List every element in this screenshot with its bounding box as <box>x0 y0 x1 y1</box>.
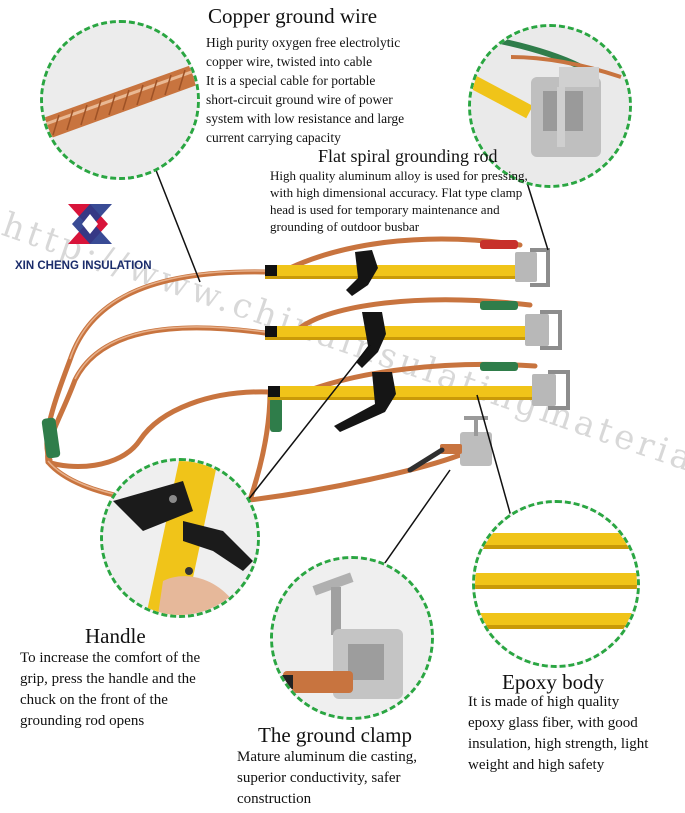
ground-clamp-main <box>407 416 492 473</box>
epoxy-body-title: Epoxy body <box>502 670 605 694</box>
rod-3 <box>268 370 570 432</box>
spiral-rod-detail-circle <box>468 24 632 188</box>
handle-detail-circle <box>100 458 260 618</box>
spiral-rod-description: High quality aluminum alloy is used for … <box>270 168 528 234</box>
brand-logo-mark <box>68 204 112 244</box>
ground-clamp-detail-circle <box>270 556 434 720</box>
epoxy-body-description: It is made of high quality epoxy glass f… <box>468 694 649 773</box>
copper-wire-description: High purity oxygen free electrolytic cop… <box>206 35 405 145</box>
spiral-rod-title: Flat spiral grounding rod <box>318 146 498 166</box>
brand-logo <box>60 198 120 254</box>
copper-wire-detail-circle <box>40 20 200 180</box>
handle-closeup <box>103 461 257 615</box>
handle-title: Handle <box>85 624 146 648</box>
epoxy-rods-closeup <box>475 503 637 665</box>
copper-wire-closeup <box>43 23 197 177</box>
rod-1 <box>265 248 550 296</box>
ground-clamp-description: Mature aluminum die casting, superior co… <box>237 749 417 807</box>
ground-clamp-closeup <box>273 559 431 717</box>
handle-description: To increase the comfort of the grip, pre… <box>20 650 201 729</box>
brand-name: XIN CHENG INSULATION <box>15 260 152 272</box>
ground-clamp-title: The ground clamp <box>258 723 412 747</box>
clamp-head-closeup <box>471 27 629 185</box>
copper-wire-title: Copper ground wire <box>208 4 378 28</box>
epoxy-body-detail-circle <box>472 500 640 668</box>
